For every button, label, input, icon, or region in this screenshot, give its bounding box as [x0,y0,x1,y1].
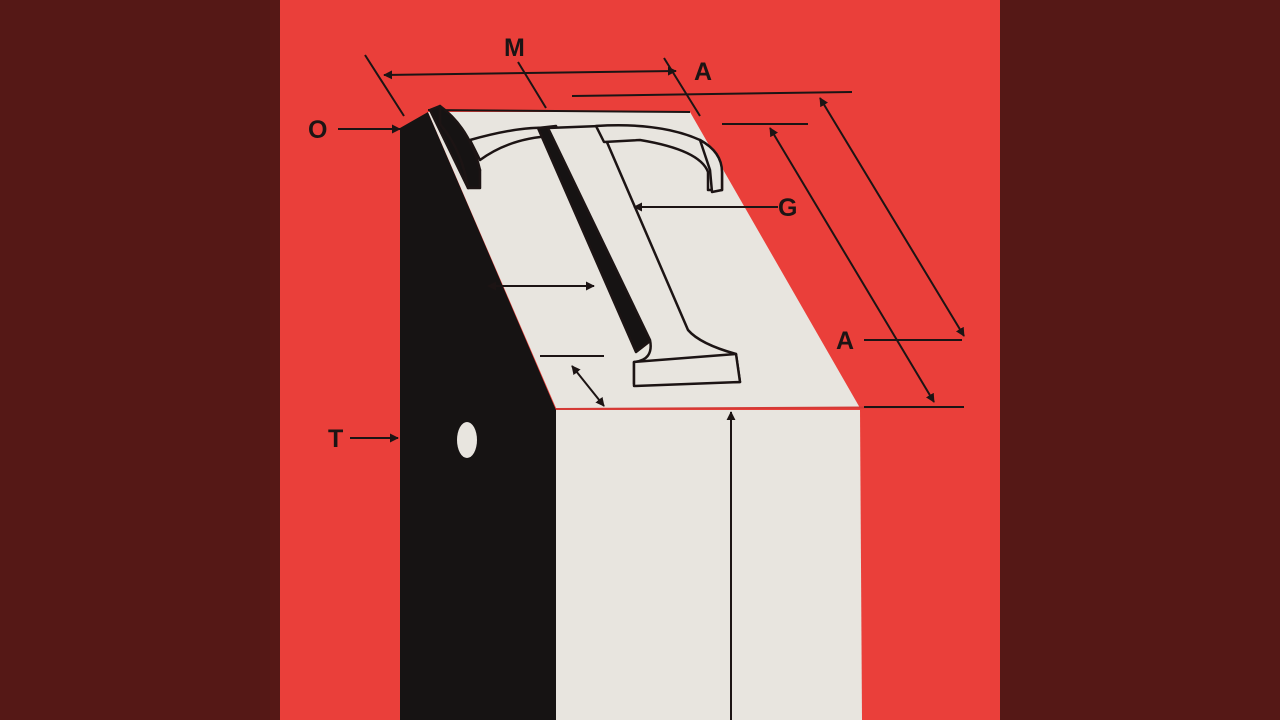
label-m: M [504,34,525,62]
m-extension-right [663,57,701,117]
nick-hole-icon [457,422,477,458]
label-g: G [778,194,797,222]
m-extension-left [364,54,405,117]
m-width-arrow [383,66,677,80]
ext-line-1 [571,91,853,97]
block-front-face [556,410,862,720]
left-frame [0,0,280,720]
top-edge [427,109,691,113]
label-o: O [308,116,327,144]
block-side-face [400,112,556,720]
label-t: T [328,425,343,453]
shoulder-arrow [571,365,605,407]
m-leader [517,61,547,109]
dimension-lines [338,54,965,720]
face-depth-arrow [769,127,935,403]
label-a-right: A [836,327,854,355]
letter-t-glyph [428,104,742,388]
label-a-top: A [694,58,712,86]
right-frame [1000,0,1280,720]
